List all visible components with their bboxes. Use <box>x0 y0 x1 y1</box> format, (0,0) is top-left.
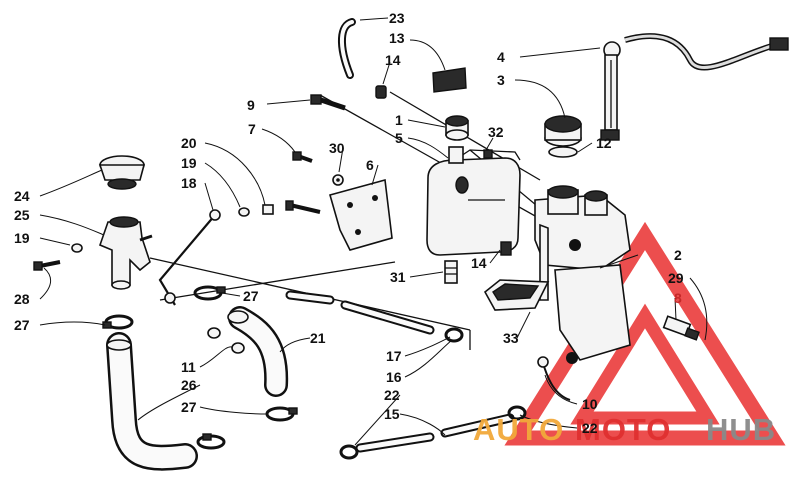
callout-28: 28 <box>14 291 30 307</box>
watermark-moto: MOTO <box>575 412 671 447</box>
clamp-16 <box>444 327 464 343</box>
filler-neck-25 <box>98 216 153 290</box>
fitting-8 <box>662 315 700 341</box>
callout-23: 23 <box>389 10 405 26</box>
washer-11 <box>207 327 245 354</box>
radiator-cap-24 <box>98 155 146 190</box>
callout-7: 7 <box>248 121 256 137</box>
callout-18: 18 <box>181 175 197 191</box>
washer-19-right <box>238 207 250 217</box>
bracket-6 <box>329 178 393 251</box>
callout-labels: 23 13 14 4 3 9 1 5 32 12 7 20 30 6 19 18… <box>14 10 684 436</box>
washer-19-left <box>71 243 83 253</box>
callout-1: 1 <box>395 112 403 128</box>
bolt-long <box>285 200 321 214</box>
pump-housing-2 <box>534 185 631 364</box>
watermark-hub: HUB <box>706 412 776 447</box>
callout-2: 2 <box>674 247 682 263</box>
bracket-18 <box>158 209 221 306</box>
callout-8: 8 <box>674 290 682 306</box>
callout-19-left: 19 <box>14 230 30 246</box>
callout-5: 5 <box>395 130 403 146</box>
callout-29: 29 <box>668 270 684 286</box>
hose-17 <box>285 290 435 335</box>
hose-21 <box>227 306 289 397</box>
nut-20 <box>262 204 274 215</box>
callout-21: 21 <box>310 330 326 346</box>
bolt-9 <box>310 94 346 111</box>
hose-15 <box>355 413 515 453</box>
clamp-27-low <box>196 433 226 450</box>
hose-23 <box>337 18 356 79</box>
tank-5 <box>426 146 521 256</box>
callout-27-left: 27 <box>14 317 30 333</box>
clamp-22-left <box>339 444 359 460</box>
callout-4: 4 <box>497 49 505 65</box>
hose-26 <box>106 332 198 471</box>
callout-25: 25 <box>14 207 30 223</box>
bolt-28 <box>33 260 61 271</box>
callout-14-top: 14 <box>385 52 401 68</box>
callout-3: 3 <box>497 72 505 88</box>
clamp-22-right <box>507 405 527 421</box>
callout-32: 32 <box>488 124 504 140</box>
watermark-text: AUTO MOTO HUB <box>473 412 776 447</box>
callout-17: 17 <box>386 348 402 364</box>
level-sensor-4 <box>600 33 789 141</box>
fitting-14-top <box>375 85 387 99</box>
callout-13: 13 <box>389 30 405 46</box>
bracket-33 <box>483 279 550 311</box>
callout-24: 24 <box>14 188 30 204</box>
decal-13 <box>432 67 467 93</box>
callout-27-top: 27 <box>243 288 259 304</box>
watermark-auto: AUTO <box>473 412 564 447</box>
callout-14-mid: 14 <box>471 255 487 271</box>
leader-lines <box>39 17 708 446</box>
callout-19-top: 19 <box>181 155 197 171</box>
washer-30 <box>332 174 344 186</box>
callout-16: 16 <box>386 369 402 385</box>
callout-12: 12 <box>596 135 612 151</box>
clamp-27-top <box>193 285 226 301</box>
callout-9: 9 <box>247 97 255 113</box>
callout-33: 33 <box>503 330 519 346</box>
callout-27-mid: 27 <box>181 399 197 415</box>
clamp-27-mid <box>265 406 298 422</box>
callout-10: 10 <box>582 396 598 412</box>
line-10 <box>537 356 571 401</box>
callout-26: 26 <box>181 377 197 393</box>
cap-3 <box>544 115 582 158</box>
callout-22-right: 22 <box>582 420 598 436</box>
callout-20: 20 <box>181 135 197 151</box>
callout-15: 15 <box>384 406 400 422</box>
cap-1 <box>445 115 469 141</box>
callout-31: 31 <box>390 269 406 285</box>
fitting-31 <box>444 260 458 284</box>
callout-6: 6 <box>366 157 374 173</box>
screw-7 <box>292 151 313 163</box>
fitting-14-mid <box>500 241 512 256</box>
callout-30: 30 <box>329 140 345 156</box>
clamp-27-left <box>102 314 134 330</box>
callout-22-left: 22 <box>384 387 400 403</box>
callout-11: 11 <box>181 359 196 375</box>
